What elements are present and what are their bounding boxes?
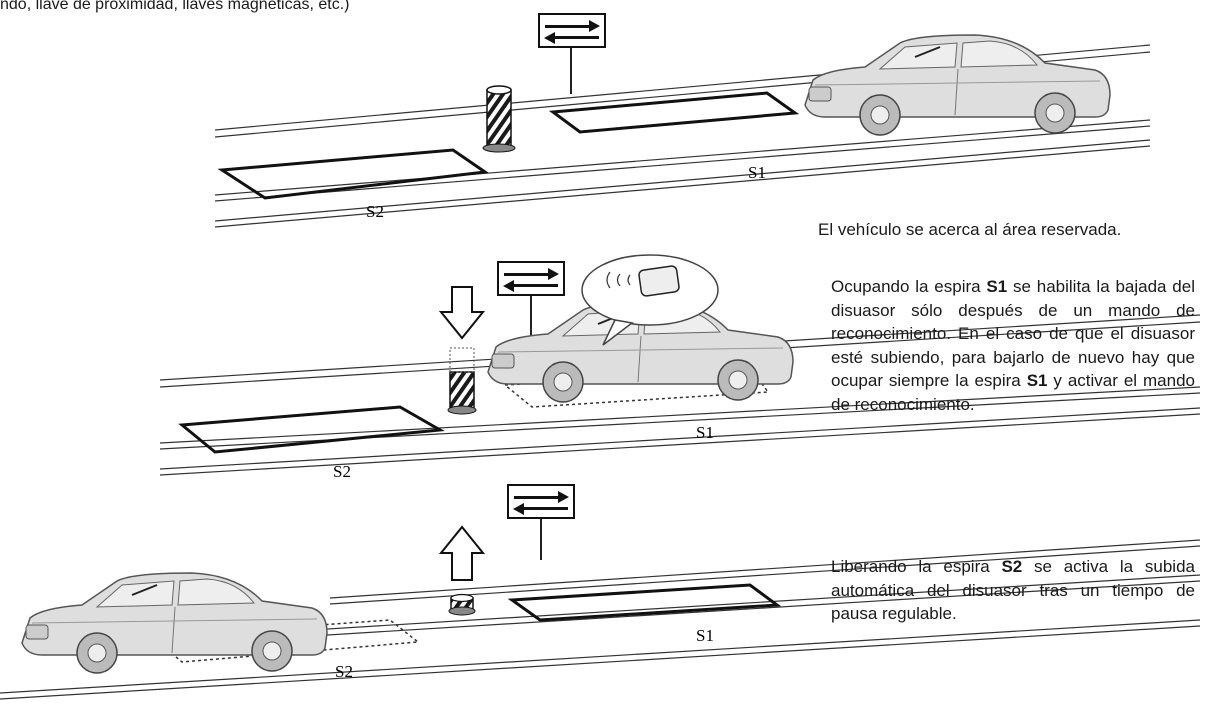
arrow-up-icon bbox=[438, 525, 486, 581]
loop-label-s1: S1 bbox=[696, 423, 714, 442]
loop-label-s1: S1 bbox=[748, 163, 766, 182]
caption-step-2: Ocupando la espira S1 se habilita la baj… bbox=[831, 275, 1195, 416]
two-way-arrow-sign-icon bbox=[497, 261, 565, 296]
caption-step-2-text-c: y activar el mando de reconocimiento. bbox=[831, 371, 1195, 414]
panel-releasing-s2: S1 S2 bbox=[0, 484, 1201, 700]
caption-step-3-text-b: se activa la subida automática del disua… bbox=[831, 557, 1195, 623]
bollard-raised bbox=[486, 89, 512, 149]
panel-approach: S1 S2 bbox=[214, 13, 1151, 228]
caption-step-3-text-a: Liberando la espira bbox=[831, 557, 1002, 576]
header-text: ndo, llave de proximidad, llaves magnéti… bbox=[0, 0, 350, 13]
caption-step-3-loop: S2 bbox=[1001, 557, 1023, 576]
caption-step-2-loop-b: S1 bbox=[1026, 371, 1048, 390]
caption-step-1: El vehículo se acerca al área reservada. bbox=[818, 220, 1122, 239]
caption-step-2-text-a: Ocupando la espira bbox=[831, 277, 987, 296]
loop-label-s2: S2 bbox=[335, 662, 353, 681]
loop-label-s1: S1 bbox=[696, 626, 714, 645]
loop-label-s2: S2 bbox=[366, 202, 384, 221]
caption-step-3: Liberando la espira S2 se activa la subi… bbox=[831, 555, 1195, 626]
loop-s2-rect bbox=[217, 148, 490, 200]
car-approaching bbox=[804, 34, 1111, 136]
remote-control-icon bbox=[581, 254, 719, 346]
caption-step-2-text-b: se habilita la bajada del disuasor sólo … bbox=[831, 277, 1195, 390]
bollard-lowering bbox=[449, 371, 475, 411]
arrow-down-icon bbox=[438, 286, 486, 340]
loop-s1-rect bbox=[507, 583, 782, 622]
car-leaving bbox=[21, 572, 328, 674]
loop-s2-rect bbox=[178, 405, 445, 454]
loop-label-s2: S2 bbox=[333, 462, 351, 481]
loop-s1-rect bbox=[548, 91, 800, 134]
two-way-arrow-sign-icon bbox=[538, 13, 606, 48]
caption-step-2-loop-a: S1 bbox=[986, 277, 1008, 296]
panel-occupying-s1: S1 S2 bbox=[159, 254, 1201, 481]
two-way-arrow-sign-icon bbox=[507, 484, 575, 519]
